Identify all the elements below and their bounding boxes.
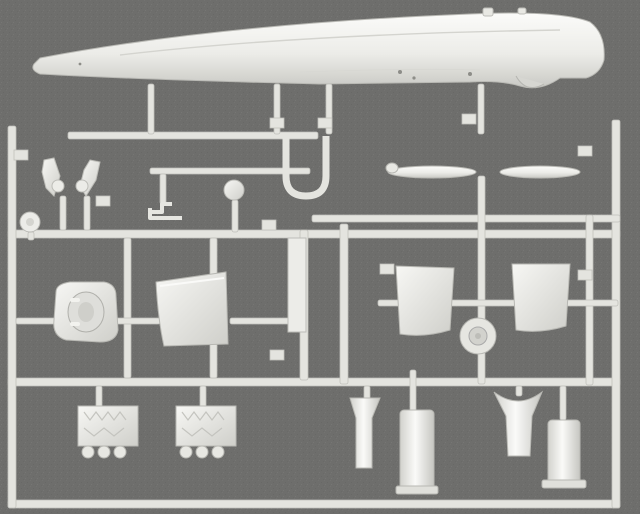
runner-bar: [147, 83, 155, 135]
exhaust-stack-1: [349, 397, 381, 469]
sprue-tag: [577, 145, 593, 157]
runner-bar: [123, 237, 132, 379]
sprue-tag: [379, 263, 395, 275]
cowling-ring-part: [53, 281, 119, 343]
exhaust-stack-2: [395, 409, 439, 495]
hood-panel-center: [395, 265, 455, 336]
sprue-tag: [95, 195, 111, 207]
flat-panel: [287, 237, 307, 333]
ball-part: [223, 179, 245, 201]
hood-panel-right: [511, 263, 571, 332]
runner-bar: [67, 131, 319, 140]
exhaust-stack-3: [541, 419, 587, 489]
fuselage-part: [32, 7, 605, 89]
runner-bar: [7, 229, 621, 239]
engine-block-left: [77, 405, 139, 459]
runner-bar: [27, 231, 35, 241]
sprue-tag: [269, 349, 285, 361]
runner-bar: [515, 385, 523, 397]
runner-bar: [7, 499, 621, 509]
runner-loop: [282, 136, 330, 200]
runner-bar: [477, 83, 485, 135]
sprue-tag: [13, 149, 29, 161]
engine-gear-part: [459, 317, 497, 355]
tank-pods: [385, 162, 581, 179]
horn-part: [493, 390, 544, 457]
bracket-part: [148, 202, 182, 220]
runner-bar: [159, 173, 167, 205]
sprue-tag: [577, 269, 593, 281]
runner-bar: [611, 119, 621, 509]
sprue-tag: [261, 219, 277, 231]
sprue-tag: [461, 113, 477, 125]
runner-bar: [559, 385, 567, 421]
runner-bar: [83, 195, 91, 231]
runner-bar: [409, 369, 417, 413]
runner-bar: [59, 195, 67, 231]
wheel-part: [19, 211, 41, 233]
runner-bar: [149, 167, 311, 175]
runner-bar: [229, 317, 291, 325]
runner-bar: [231, 199, 239, 233]
hood-panel-left: [155, 271, 229, 347]
figure-seat-parts: [41, 157, 101, 197]
runner-bar: [339, 223, 349, 385]
sprue-tag: [317, 117, 333, 129]
runner-bar: [311, 214, 621, 223]
runner-bar: [7, 125, 17, 509]
sprue-tag: [269, 117, 285, 129]
runner-bar: [7, 377, 621, 387]
runner-bar: [15, 317, 57, 325]
engine-block-right: [175, 405, 237, 459]
